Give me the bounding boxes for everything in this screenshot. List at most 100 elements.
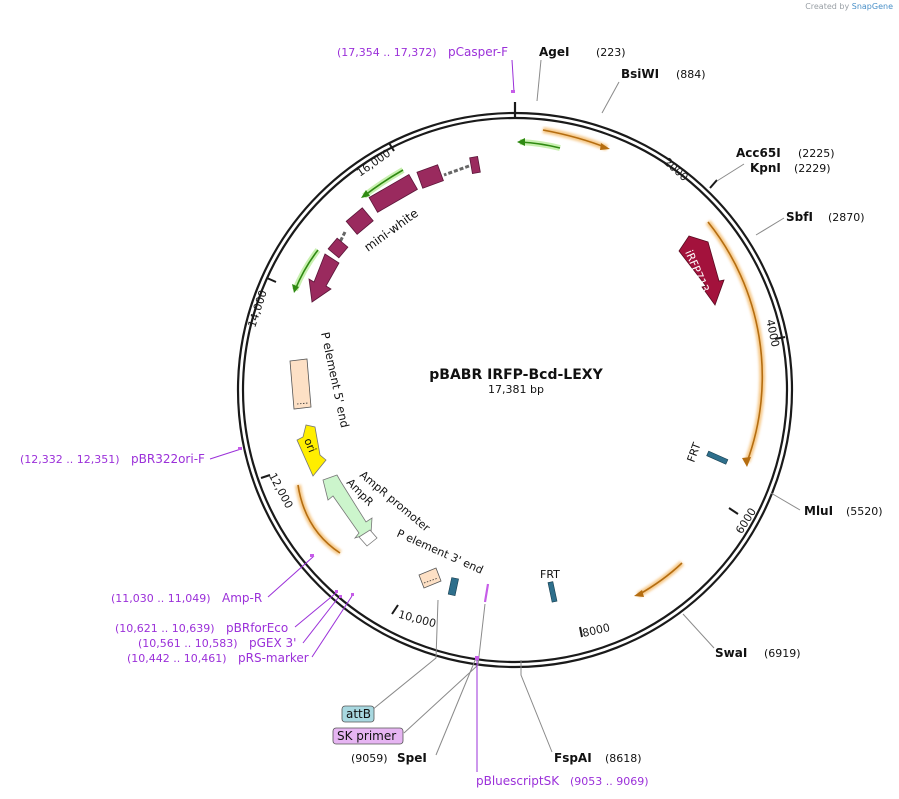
orf-arc-4	[297, 484, 341, 554]
sbfi-leader	[755, 217, 785, 236]
enzyme-swai-pos: (6919)	[764, 647, 801, 660]
primer-prs-marker-range: (10,442 .. 10,461)	[127, 652, 227, 665]
mini-white-segment-1	[469, 155, 481, 175]
tick-16000	[388, 142, 395, 152]
spei-leader	[435, 657, 477, 756]
primer-pbr322ori-f-name: pBR322ori-F	[131, 452, 205, 466]
enzyme-mlui-name: MluI	[804, 504, 833, 518]
sk-primer-marker	[483, 583, 490, 603]
p-element-5-label: P element 5' end	[318, 331, 352, 429]
prs-marker-tick	[351, 593, 354, 596]
ampr-promoter-box	[358, 529, 378, 547]
orf-arc-2-arrowhead	[742, 457, 751, 467]
pgex3-leader	[302, 597, 339, 644]
sk-primer-label-box: SK primer	[332, 727, 404, 745]
amp-r-tick	[310, 554, 314, 557]
mini-white-intron-1	[443, 164, 470, 177]
p-element-5-feature: P element 5' end	[289, 331, 352, 429]
frt-2-label: FRT	[540, 568, 560, 581]
enzyme-sbfi-pos: (2870)	[828, 211, 865, 224]
tick-label-6000: 6000	[733, 506, 759, 537]
mini-white-segment-5	[327, 237, 349, 259]
mini-white-segment-2	[416, 164, 444, 189]
enzyme-bsiwi-pos: (884)	[676, 68, 706, 81]
orf-arc-3-arrowhead	[634, 590, 644, 597]
primer-pbr322ori-f-range: (12,332 .. 12,351)	[20, 453, 120, 466]
pbluescriptsk-tick	[475, 656, 479, 660]
irfp713-arrow	[678, 235, 725, 306]
enzyme-swai-name: SwaI	[715, 646, 747, 660]
enzyme-spei-name: SpeI	[397, 751, 427, 765]
enzyme-labels: AgeI (223) BsiWI (884) Acc65I (2225) Kpn…	[351, 45, 883, 765]
plasmid-length: 17,381 bp	[488, 383, 544, 396]
orf-arcs-green	[292, 138, 561, 293]
ori-label: ori	[301, 436, 318, 454]
pbr322ori-f-tick	[238, 447, 242, 450]
primer-leader-lines	[209, 59, 515, 772]
green-arc-2-arrowhead	[361, 190, 370, 198]
pbrforeco-leader	[294, 592, 337, 628]
irfp713-feature: iRFP713	[678, 235, 725, 306]
p-element-3-label: P element 3' end	[395, 527, 485, 577]
primer-pcasper-f-name: pCasper-F	[448, 45, 508, 59]
green-arc-3-arrowhead	[292, 284, 299, 293]
tick-label-10000: 10,000	[397, 608, 438, 631]
attb-box	[341, 705, 375, 723]
orf-arc-2	[707, 221, 764, 463]
watermark-prefix: Created by	[805, 2, 850, 11]
enzyme-agei-pos: (223)	[596, 46, 626, 59]
pcasper-f-leader	[511, 59, 515, 93]
attb-label-box: attB	[341, 705, 375, 723]
primer-pcasper-f-range: (17,354 .. 17,372)	[337, 46, 437, 59]
tick-10000	[391, 604, 399, 615]
swai-leader	[682, 613, 715, 649]
agei-leader	[536, 59, 542, 102]
sk-primer-label: SK primer	[337, 729, 396, 743]
primer-pbluescriptsk-name: pBluescriptSK	[476, 774, 560, 788]
bsiwi-leader	[601, 81, 620, 114]
primer-amp-r-name: Amp-R	[222, 591, 262, 605]
frt-1-label: FRT	[685, 441, 704, 464]
mlui-leader	[770, 492, 801, 511]
primer-pbrforeco-name: pBRforEco	[226, 621, 288, 635]
primer-pbluescriptsk-range: (9053 .. 9069)	[570, 775, 649, 788]
attb-label: attB	[346, 707, 371, 721]
enzyme-leader-lines	[371, 59, 801, 756]
attb-leader	[371, 599, 439, 711]
primer-labels: (17,354 .. 17,372) pCasper-F (12,332 .. …	[20, 45, 649, 788]
mini-white-label: mini-white	[362, 206, 421, 254]
orf-arcs-orange	[295, 127, 766, 598]
backbone-inner-ring	[241, 116, 789, 664]
enzyme-sbfi-name: SbfI	[786, 210, 813, 224]
mini-white-segment-3	[368, 174, 418, 213]
enzyme-spei-pos: (9059)	[351, 752, 388, 765]
enzyme-kpni-name: KpnI	[750, 161, 781, 175]
enzyme-bsiwi-name: BsiWI	[621, 67, 659, 81]
tick-label-12000: 12,000	[266, 471, 296, 511]
fspai-leader	[520, 660, 553, 753]
orf-arc-3-glow	[636, 560, 685, 598]
tick-8000	[579, 626, 583, 638]
enzyme-acc65i-name: Acc65I	[736, 146, 781, 160]
tick-label-4000: 4000	[763, 318, 782, 348]
prs-marker-leader	[311, 595, 353, 658]
enzyme-agei-name: AgeI	[539, 45, 569, 59]
acc65i-leader	[716, 163, 745, 182]
p-element-3-box	[418, 567, 442, 589]
primer-pgex3-range: (10,561 .. 10,583)	[138, 637, 238, 650]
green-arc-1-arrowhead	[517, 138, 525, 146]
ori-arrow	[296, 424, 327, 477]
attb-marker	[447, 577, 459, 596]
tick-marks	[260, 142, 786, 638]
frt-1-marker	[706, 450, 729, 465]
pgex3-tick	[339, 595, 342, 598]
tick-6000	[728, 507, 739, 515]
orf-arc-2-glow	[705, 220, 766, 464]
frt-feature-1: FRT	[685, 441, 729, 465]
sk-primer-box	[332, 727, 404, 745]
mini-white-intron-2	[338, 231, 347, 243]
orf-arc-1-arrowhead	[600, 143, 610, 150]
p-element-3-feature: P element 3' end	[395, 527, 490, 603]
primer-pbrforeco-range: (10,621 .. 10,639)	[115, 622, 215, 635]
